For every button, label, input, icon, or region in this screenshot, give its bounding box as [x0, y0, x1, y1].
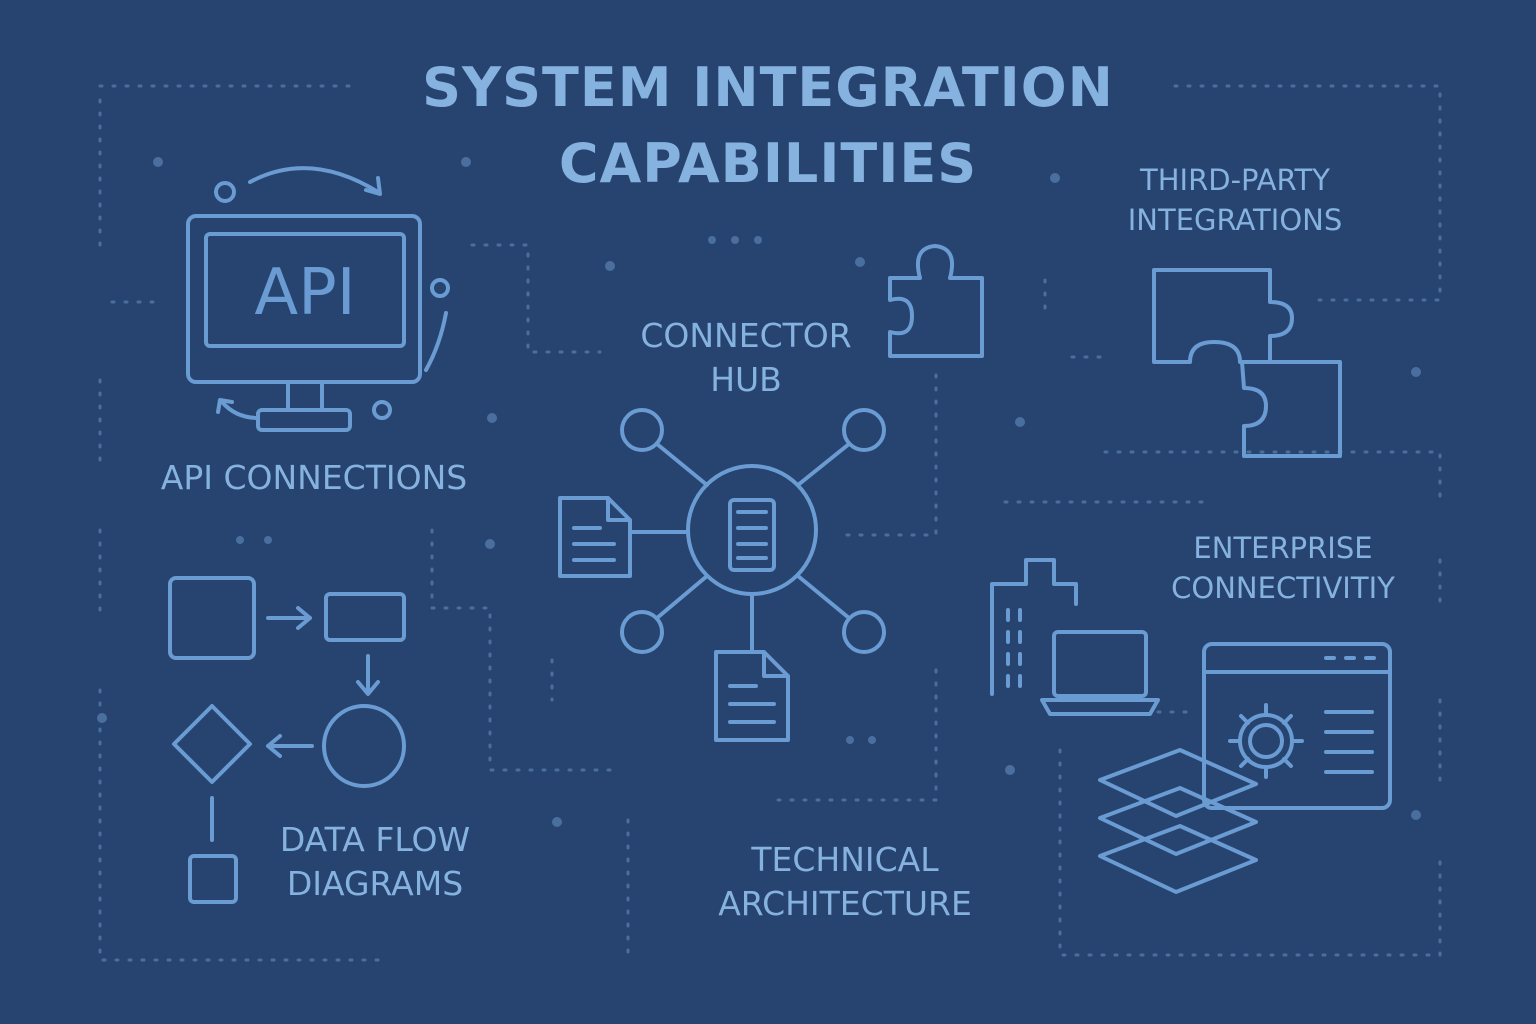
title-line-2: CAPABILITIES [558, 132, 978, 195]
background-dots [97, 157, 1421, 827]
enterprise-line1: ENTERPRISE [1193, 531, 1373, 565]
connector-hub-label: CONNECTOR HUB [586, 314, 906, 402]
api-monitor-icon: API [186, 166, 450, 432]
technical-architecture-label: TECHNICAL ARCHITECTURE [670, 838, 1020, 926]
flowchart-icon [168, 576, 406, 904]
enterprise-line2: CONNECTIVITIY [1171, 571, 1395, 605]
api-screen-text: API [254, 256, 355, 330]
data-flow-label: DATA FLOW DIAGRAMS [240, 818, 510, 906]
api-connections-text: API CONNECTIONS [160, 458, 468, 497]
technical-line2: ARCHITECTURE [718, 884, 972, 923]
enterprise-connectivity-label: ENTERPRISE CONNECTIVITIY [1120, 528, 1446, 608]
third-party-line1: THIRD-PARTY [1140, 163, 1330, 197]
hub-network-icon [558, 408, 886, 742]
third-party-line2: INTEGRATIONS [1127, 203, 1343, 237]
title-line-1: SYSTEM INTEGRATION [422, 56, 1114, 119]
puzzle-pieces-icon [1152, 268, 1342, 458]
api-connections-label: API CONNECTIONS [128, 456, 500, 500]
third-party-label: THIRD-PARTY INTEGRATIONS [1080, 160, 1390, 240]
connector-hub-line1: CONNECTOR [640, 316, 852, 355]
connector-hub-line2: HUB [710, 360, 782, 399]
enterprise-icon [990, 558, 1392, 894]
data-flow-line1: DATA FLOW [279, 820, 471, 859]
data-flow-line2: DIAGRAMS [286, 864, 464, 903]
single-puzzle-icon [888, 244, 984, 358]
technical-line1: TECHNICAL [751, 840, 939, 879]
dotted-circuit-lines [98, 84, 1442, 962]
